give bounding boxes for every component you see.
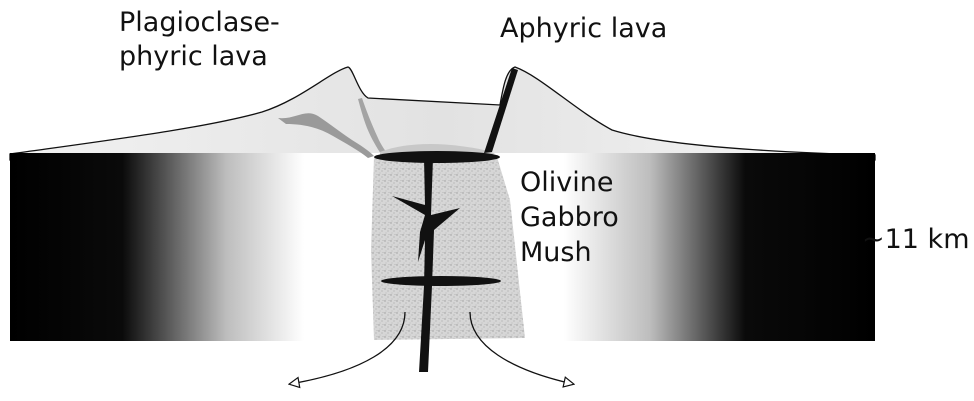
mush-label-line3: Mush — [520, 235, 619, 270]
upper-sill — [374, 151, 500, 163]
plagioclase-phyric-lava-label: Plagioclase- phyric lava — [119, 6, 280, 74]
plagioclase-label-line1: Plagioclase- — [119, 7, 280, 38]
plagioclase-label-line2: phyric lava — [119, 40, 280, 74]
lower-sill — [381, 276, 501, 286]
crust-thickness-label: ~11 km — [862, 223, 970, 257]
mush-label-line1: Olivine — [520, 165, 619, 200]
olivine-gabbro-mush-column — [371, 157, 525, 340]
aphyric-lava-label: Aphyric lava — [500, 12, 667, 46]
mush-label-line2: Gabbro — [520, 200, 619, 235]
olivine-gabbro-mush-label: Olivine Gabbro Mush — [520, 165, 619, 270]
